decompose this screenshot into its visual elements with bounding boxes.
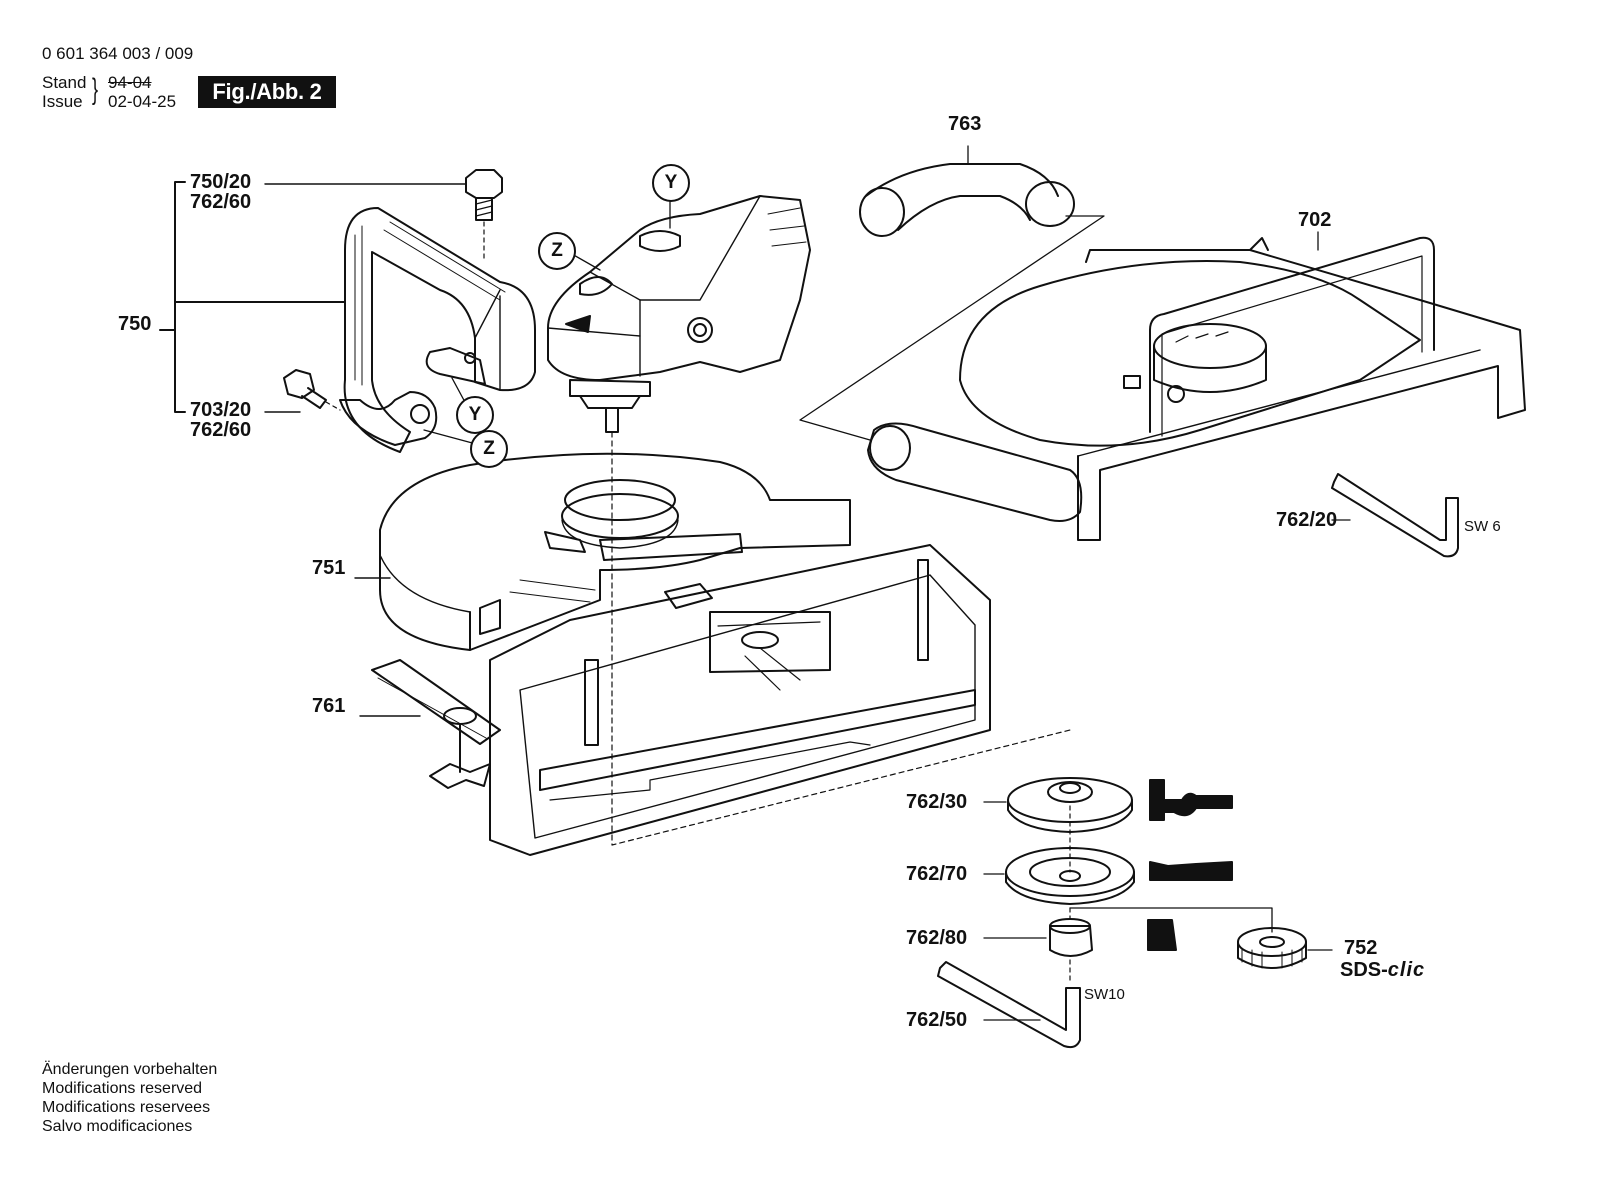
part-label-702: 702 bbox=[1298, 209, 1332, 231]
nut-762-80 bbox=[983, 907, 1273, 981]
part-label-762-50: 762/50 bbox=[906, 1009, 968, 1031]
footer-line-es: Salvo modificaciones bbox=[42, 1118, 193, 1135]
hose-763 bbox=[799, 145, 1105, 441]
callout-z-top: Z bbox=[538, 232, 576, 270]
bolt-703-20 bbox=[283, 369, 341, 411]
handle-750 bbox=[343, 207, 536, 453]
sds-prefix: SDS- bbox=[1340, 959, 1388, 981]
hex-key-762-50 bbox=[937, 961, 1081, 1049]
guard-751 bbox=[379, 452, 851, 651]
sds-suffix: clic bbox=[1387, 959, 1426, 981]
part-label-762-60-a: 762/60 bbox=[190, 191, 252, 213]
figure-label: Fig./Abb. 2 bbox=[198, 76, 336, 108]
leader-lines-left bbox=[264, 183, 466, 717]
part-label-750-20: 750/20 bbox=[190, 171, 252, 193]
part-label-763: 763 bbox=[948, 113, 982, 135]
stand-date: 94-04 bbox=[108, 73, 152, 92]
footer-line-de: Änderungen vorbehalten bbox=[42, 1061, 218, 1078]
part-label-761: 761 bbox=[312, 695, 346, 717]
part-label-762-30: 762/30 bbox=[906, 791, 968, 813]
part-label-762-20: 762/20 bbox=[1276, 509, 1338, 531]
wrench-size-sw6: SW 6 bbox=[1464, 518, 1501, 535]
callout-y-bottom: Y bbox=[456, 396, 494, 434]
wrench-size-sw10: SW10 bbox=[1084, 986, 1125, 1003]
hex-key-762-20 bbox=[1331, 473, 1459, 558]
issue-date: 02-04-25 bbox=[108, 92, 177, 111]
flange-762-70 bbox=[983, 805, 1233, 905]
issue-label: Issue bbox=[42, 92, 83, 111]
footer-disclaimer: Änderungen vorbehalten Modifications res… bbox=[42, 1060, 217, 1136]
callout-y-top: Y bbox=[652, 164, 690, 202]
callout-z-bottom: Z bbox=[470, 430, 508, 468]
part-label-762-60-b: 762/60 bbox=[190, 419, 252, 441]
bolt-750-20 bbox=[465, 169, 503, 259]
part-label-703-20: 703/20 bbox=[190, 399, 252, 421]
brace-glyph: } bbox=[92, 73, 99, 106]
part-label-752: 752 bbox=[1344, 937, 1378, 959]
footer-line-fr: Modifications reservees bbox=[42, 1099, 211, 1116]
stand-label: Stand bbox=[42, 73, 87, 92]
sds-clic-label: SDS-clic bbox=[1340, 960, 1425, 981]
cutting-guide-761 bbox=[371, 519, 1071, 856]
part-label-762-70: 762/70 bbox=[906, 863, 968, 885]
clamp-piece bbox=[339, 391, 438, 446]
document-number: 0 601 364 003 / 009 bbox=[42, 44, 194, 63]
footer-line-en: Modifications reserved bbox=[42, 1080, 203, 1097]
part-label-751: 751 bbox=[312, 557, 346, 579]
bracket-750-lines bbox=[159, 181, 346, 413]
part-label-762-80: 762/80 bbox=[906, 927, 968, 949]
flange-762-30 bbox=[983, 777, 1233, 833]
cutoff-stand-702 bbox=[867, 231, 1526, 541]
part-label-750: 750 bbox=[118, 313, 152, 335]
sds-clic-nut-752 bbox=[1237, 927, 1333, 969]
angle-grinder bbox=[547, 195, 811, 521]
